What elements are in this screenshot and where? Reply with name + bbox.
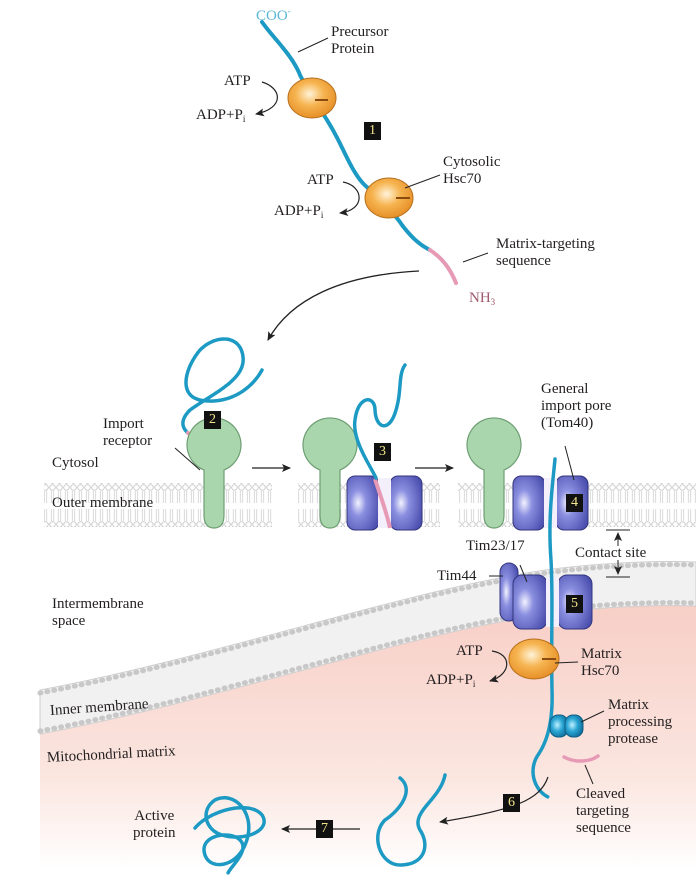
atp-label-3: ATP (456, 643, 483, 659)
step-1-marker: 1 (364, 122, 381, 140)
step-2-marker: 2 (204, 411, 221, 429)
tim23-17-label: Tim23/17 (466, 538, 525, 554)
step-6-marker: 6 (503, 794, 520, 812)
contact-site-label: Contact site (575, 545, 647, 561)
adp-label-3: ADP+Pi (426, 672, 476, 689)
tom40-complex-step3 (346, 475, 423, 531)
n-terminus-label: NH3 (469, 290, 496, 307)
step-4-marker: 4 (566, 494, 583, 512)
unfolded-protein-step6 (376, 773, 447, 867)
cytosol-label: Cytosol (52, 455, 99, 471)
step-3-marker: 3 (374, 443, 391, 461)
step-7-marker: 7 (316, 820, 333, 838)
matrix-hsc70 (508, 638, 560, 680)
adp-label-2: ADP+Pi (274, 203, 324, 220)
transfer-arrow (267, 270, 420, 341)
atp-arrow-3 (489, 650, 508, 683)
atp-arrow-2 (339, 181, 360, 217)
import-receptor-3 (466, 417, 522, 529)
cleaved-targeting-sequence (562, 754, 600, 763)
matrix-targeting-sequence-segment (428, 248, 458, 285)
active-folded-protein (193, 796, 266, 875)
precursor-protein-chain (260, 20, 432, 252)
unfolded-protein-step3 (352, 363, 407, 480)
atp-label-2: ATP (307, 172, 334, 188)
step-5-marker: 5 (566, 595, 583, 613)
matrix-processing-protease (549, 714, 584, 738)
atp-label-1: ATP (224, 73, 251, 89)
hsc70-molecule-2 (364, 177, 414, 219)
contact-site-marker (606, 529, 630, 578)
outer-membrane-label: Outer membrane (52, 495, 154, 511)
c-terminus-label: COO- (256, 6, 291, 24)
adp-label-1: ADP+Pi (196, 107, 246, 124)
hsc70-molecule-1 (287, 77, 337, 119)
import-receptor-1 (186, 417, 242, 529)
unfolded-protein-step2 (181, 337, 264, 435)
atp-arrow-1 (255, 81, 278, 117)
tim44-label: Tim44 (437, 568, 477, 584)
tim23-17-complex (499, 562, 593, 630)
import-receptor-2 (302, 417, 358, 529)
tom40-complex-step4 (512, 475, 589, 531)
